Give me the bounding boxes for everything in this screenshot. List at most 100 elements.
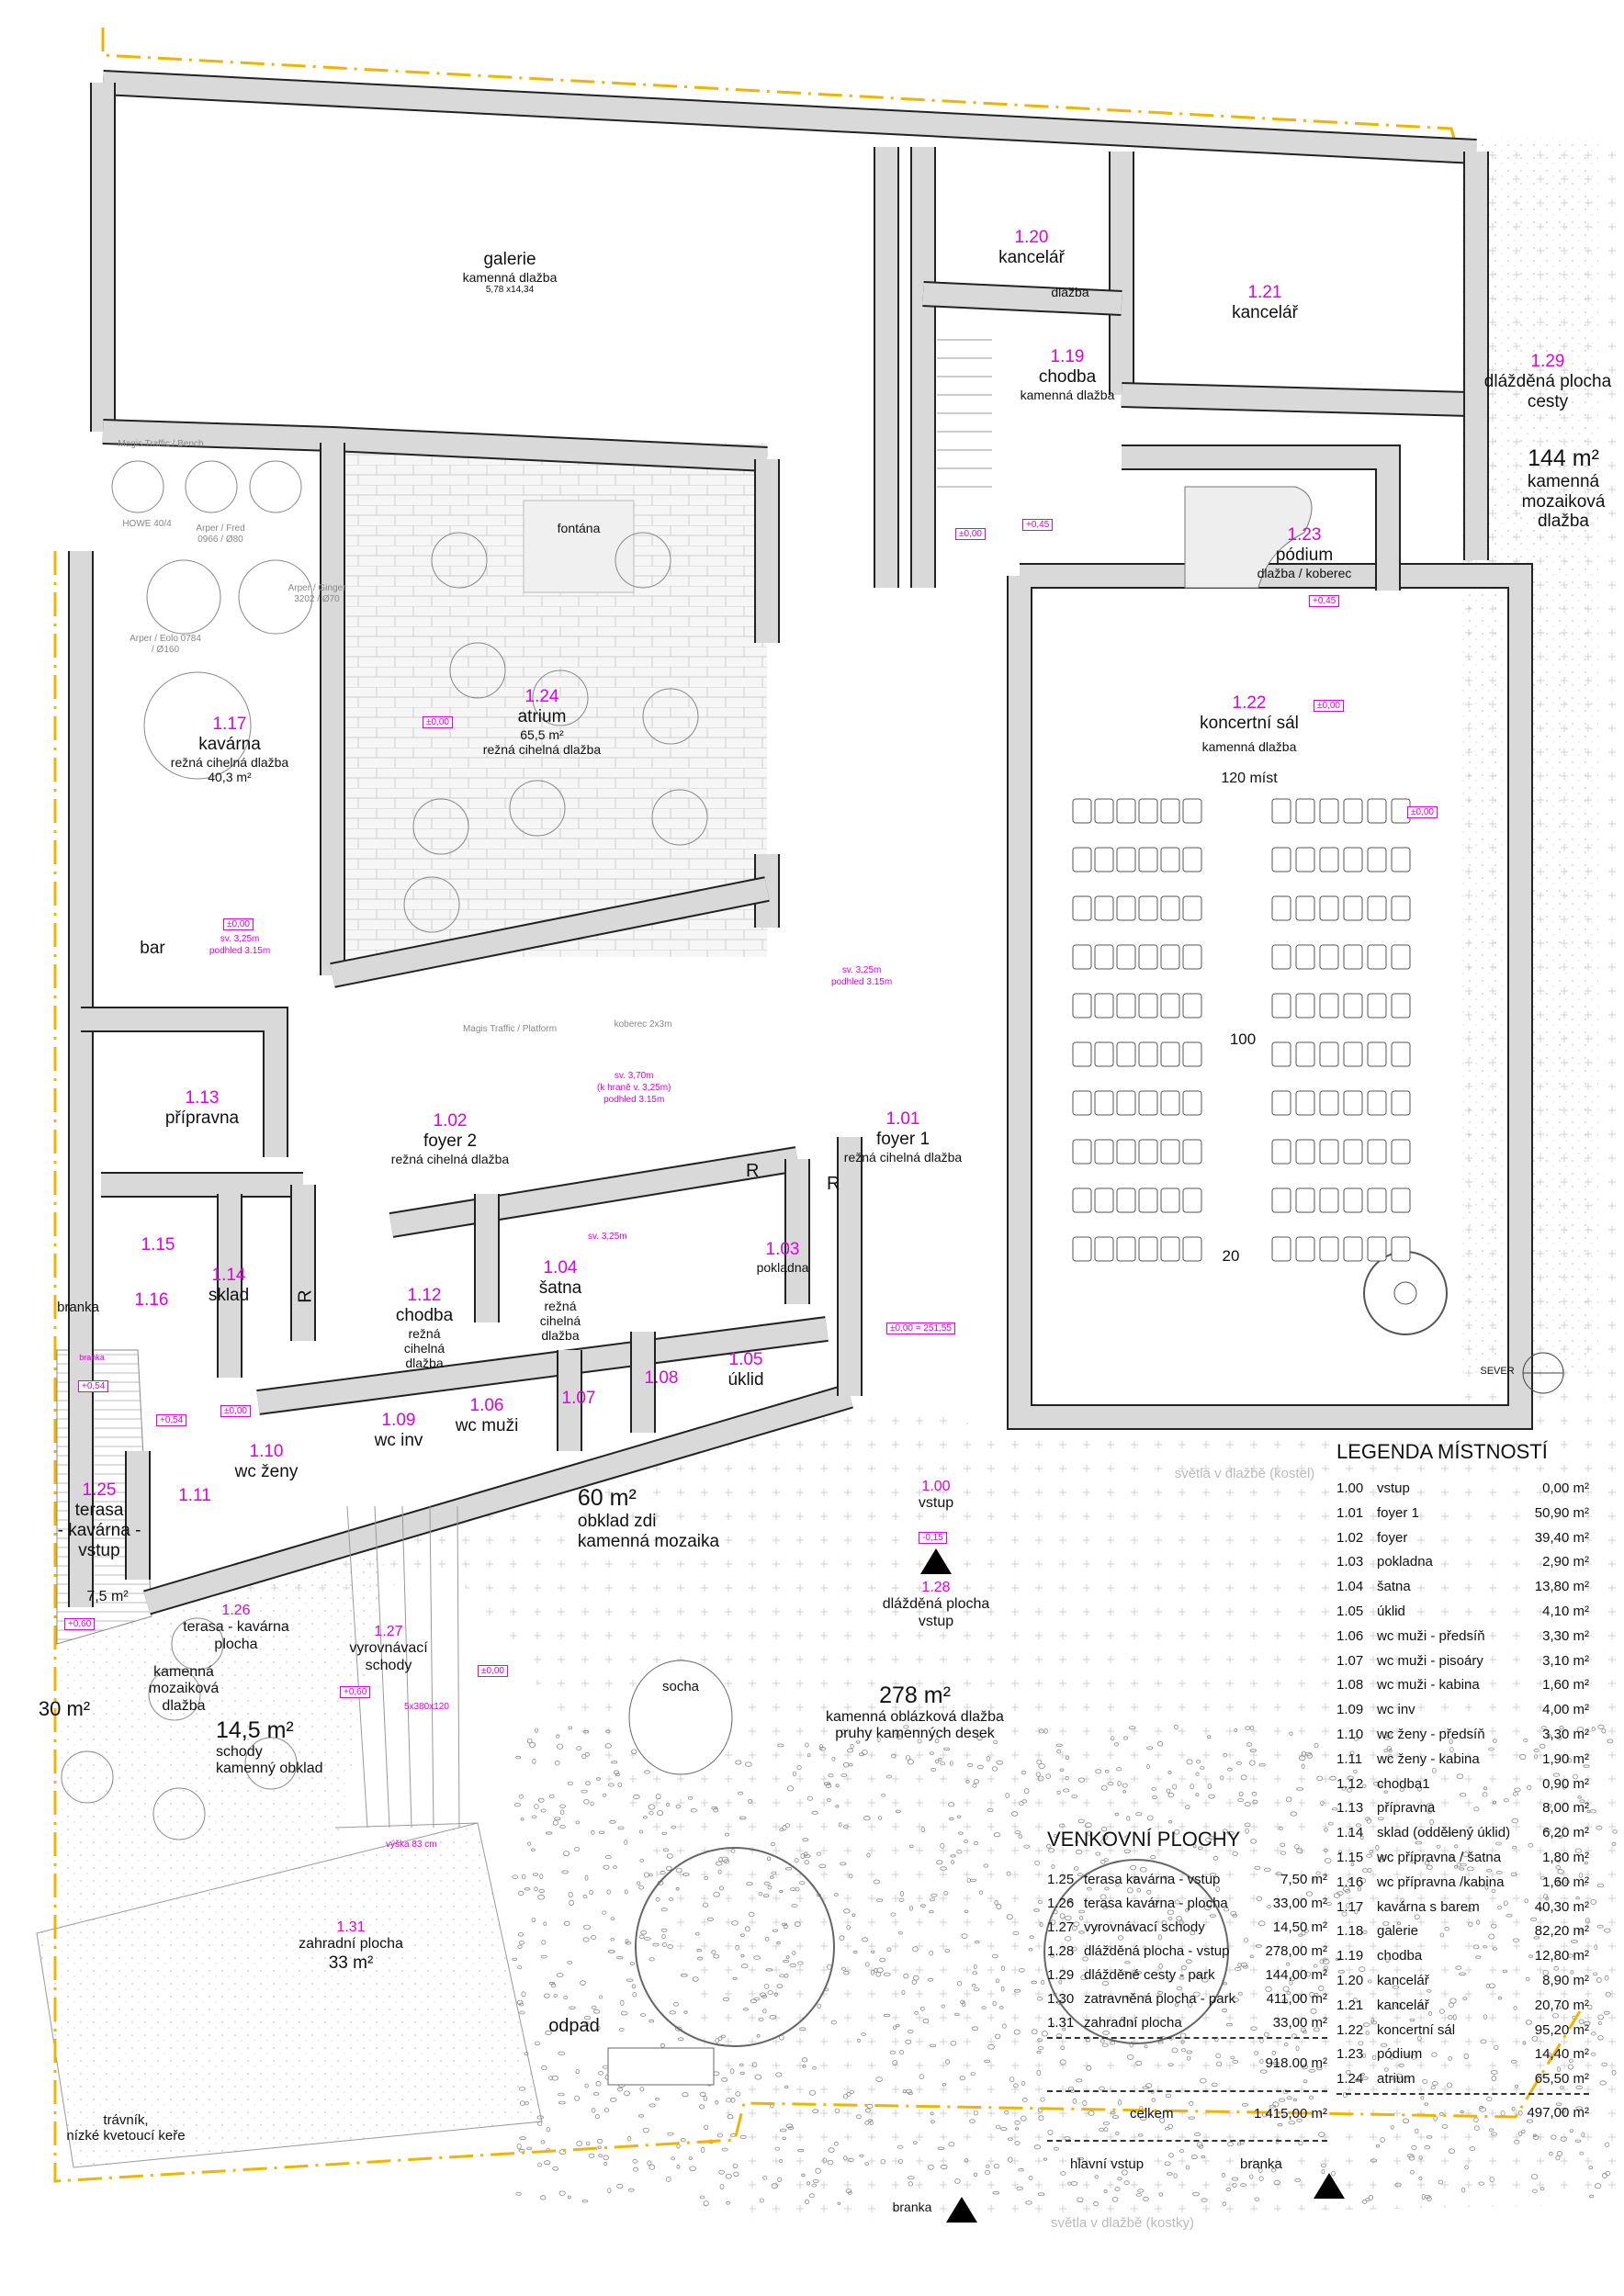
pebble: [553, 1994, 558, 1998]
pebble: [1146, 1746, 1154, 1750]
pebble: [770, 1842, 776, 1847]
pebble: [1532, 2189, 1538, 2193]
pebble: [1117, 2177, 1122, 2181]
pebble: [1005, 1793, 1009, 1798]
pebble: [1134, 1971, 1143, 1975]
pebble: [869, 2120, 874, 2125]
room-number: 1.05: [728, 1350, 763, 1369]
seat: [1367, 1041, 1387, 1067]
pebble: [1133, 1877, 1140, 1883]
pebble: [717, 2036, 723, 2041]
pebble: [1410, 2170, 1415, 2175]
pebble: [1579, 2151, 1585, 2155]
pebble: [648, 2019, 654, 2023]
seat: [1094, 1139, 1114, 1165]
pebble: [1185, 1959, 1192, 1964]
pebble: [1172, 1784, 1178, 1790]
pebble: [1593, 1972, 1598, 1976]
pebble: [1272, 2061, 1280, 2065]
pebble: [908, 1844, 914, 1849]
pebble: [789, 1963, 796, 1968]
pebble: [687, 1796, 694, 1800]
pebble: [1151, 2098, 1156, 2102]
pebble: [765, 1968, 773, 1972]
outdoor-num: 1.29: [1047, 1967, 1075, 1983]
pebble: [779, 1889, 784, 1894]
pebble: [845, 2189, 852, 2194]
legend-num: 1.04: [1336, 1579, 1364, 1595]
pebble: [879, 1957, 885, 1963]
pebble: [764, 1936, 770, 1941]
pebble: [1122, 1971, 1129, 1975]
pebble: [1257, 1896, 1263, 1902]
pebble: [1167, 2172, 1173, 2176]
seat: [1160, 847, 1180, 872]
pebble: [1023, 1788, 1030, 1795]
pebble: [1370, 2158, 1378, 2163]
seat: [1116, 1041, 1136, 1067]
pebble: [1556, 2006, 1562, 2009]
legend-num: 1.02: [1336, 1529, 1364, 1546]
pebble: [1029, 1935, 1034, 1940]
pebble: [1554, 1877, 1560, 1883]
seat: [1182, 1090, 1202, 1116]
pebble: [1115, 2132, 1120, 2135]
pebble: [1530, 1917, 1538, 1922]
outdoor-name: dlážděné cesty - park: [1084, 1967, 1215, 1983]
pebble: [1384, 1736, 1390, 1740]
room-name: kancelář: [998, 247, 1065, 267]
pebble: [582, 1894, 588, 1898]
pebble: [805, 1742, 809, 1748]
floor-note-text: dlažba: [1051, 285, 1089, 299]
pebble: [711, 1950, 716, 1954]
pebble: [1059, 2059, 1066, 2065]
legend-num: 1.11: [1336, 1750, 1363, 1767]
pebble: [929, 1910, 934, 1914]
pebble: [883, 1972, 891, 1976]
pebble: [850, 1743, 854, 1750]
gate-label-bottom: branka: [892, 2200, 932, 2214]
pebble: [1588, 2166, 1593, 2169]
pebble: [1597, 2014, 1604, 2020]
pebble: [823, 1782, 831, 1785]
seat: [1138, 1041, 1158, 1067]
pebble: [1073, 1921, 1080, 1927]
seat: [1367, 798, 1387, 824]
pebble: [1571, 1940, 1578, 1943]
pebble: [1186, 1759, 1193, 1765]
pebble: [1068, 1899, 1074, 1904]
pebble: [1254, 1865, 1261, 1870]
pebble: [1368, 2194, 1374, 2200]
pebble: [617, 1826, 625, 1830]
pebble: [1264, 2032, 1269, 2037]
pebble: [1576, 1727, 1585, 1732]
room-name: foyer 1: [875, 1129, 930, 1149]
wall: [1009, 565, 1531, 1428]
seat: [1367, 944, 1387, 970]
pebble: [1319, 1959, 1325, 1964]
pebble: [1491, 1889, 1496, 1894]
pebble: [1483, 1945, 1487, 1949]
pebble: [576, 2140, 583, 2146]
wall-area: 60 m²: [577, 1485, 637, 1511]
pebble: [1079, 1915, 1084, 1920]
level-podium: +0,45: [1309, 595, 1340, 607]
pebble: [1107, 1782, 1114, 1786]
room-number: 1.21: [1247, 283, 1282, 302]
pebble: [725, 2173, 732, 2179]
room-number: 1.07: [561, 1389, 596, 1408]
pebble: [1296, 1848, 1303, 1853]
pebble: [575, 2069, 580, 2075]
seat: [1182, 1041, 1202, 1067]
pebble: [1062, 2027, 1066, 2032]
pebble: [806, 1795, 814, 1801]
pebble: [644, 1770, 650, 1774]
table: [509, 780, 566, 837]
legend-area: 13,80 m²: [1534, 1579, 1589, 1595]
room-1-13: 1.13 přípravna: [165, 1088, 239, 1129]
pebble: [816, 1851, 822, 1856]
pebble: [581, 1753, 587, 1760]
pebble: [1366, 1853, 1373, 1858]
pebble: [1488, 1747, 1494, 1751]
pebble: [620, 2010, 628, 2016]
